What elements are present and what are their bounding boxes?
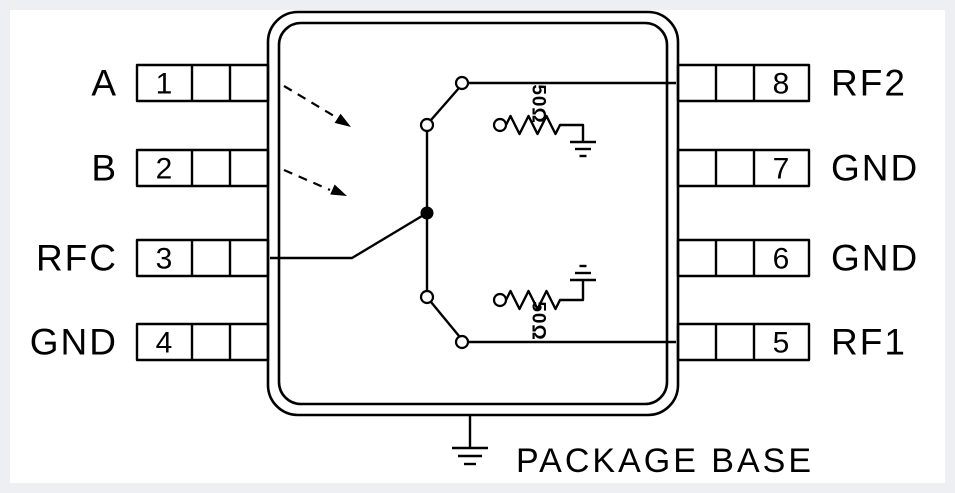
pin-label-rf2: RF2: [831, 63, 907, 104]
pin-box: [676, 148, 811, 188]
pin-left-1: A 1: [91, 63, 270, 104]
pin-box: [135, 148, 270, 188]
resistor-bottom: [504, 280, 585, 311]
ground-symbol-top: [570, 140, 596, 158]
resistor-bottom-value: 50Ω: [528, 301, 549, 340]
pin-left-2: B 2: [91, 148, 270, 189]
control-arrow-b-head: [330, 184, 347, 196]
pin-label-rfc: RFC: [36, 238, 118, 279]
pin-box: [676, 238, 811, 278]
pin-number-1: 1: [156, 68, 173, 101]
pin-label-rf1: RF1: [831, 322, 907, 363]
pin-number-3: 3: [156, 243, 173, 276]
pin-right-7: 7 GND: [676, 148, 919, 189]
drawing-sheet: [10, 10, 945, 483]
pole-bottom-contact: [419, 289, 435, 305]
ground-symbol-bottom: [570, 264, 596, 282]
termination-top: 50Ω: [492, 84, 596, 158]
control-arrow-b: [283, 168, 347, 196]
pin-right-6: 6 GND: [676, 238, 919, 279]
package-base-label: PACKAGE BASE: [516, 442, 814, 480]
termination-bottom: 50Ω: [492, 264, 596, 341]
pin-right-8: 8 RF2: [676, 63, 907, 104]
pin-number-4: 4: [156, 327, 173, 360]
pin-number-2: 2: [156, 153, 173, 186]
pin-number-5: 5: [773, 327, 790, 360]
pin-box: [135, 238, 270, 278]
rf1-pivot-contact: [454, 334, 470, 350]
pin-number-8: 8: [773, 68, 790, 101]
ground-symbol-package: [452, 446, 488, 466]
pin-left-4: GND 4: [30, 322, 270, 363]
control-arrow-b-shaft: [283, 168, 331, 192]
pin-label-gnd-6: GND: [831, 238, 919, 279]
rfc-junction-dot: [420, 206, 434, 220]
pin-label-gnd-4: GND: [30, 322, 118, 363]
switch-arm-top: [430, 87, 460, 121]
switch-arm-bottom: [430, 301, 460, 337]
termination-bottom-contact: [492, 292, 508, 308]
package-body: [266, 10, 680, 417]
pin-box: [135, 322, 270, 362]
pin-label-b: B: [91, 148, 118, 189]
rf2-pivot-contact: [454, 75, 470, 91]
pole-top-contact: [419, 117, 435, 133]
resistor-top: [504, 114, 585, 142]
pin-box: [676, 322, 811, 362]
control-arrow-a-head: [334, 113, 351, 127]
pin-number-7: 7: [773, 153, 790, 186]
package-base: PACKAGE BASE: [452, 415, 814, 480]
termination-top-contact: [492, 117, 508, 133]
pin-box: [135, 63, 270, 103]
control-arrow-a: [283, 85, 351, 127]
pin-number-6: 6: [773, 243, 790, 276]
pin-left-3: RFC 3: [36, 238, 270, 279]
pin-label-gnd-7: GND: [831, 148, 919, 189]
package-outline-outer: [266, 10, 680, 417]
spdt-switch: [270, 75, 676, 350]
control-arrow-a-shaft: [283, 85, 335, 117]
package-outline-inner: [277, 21, 669, 406]
rfc-feed-wire: [270, 211, 428, 260]
pin-box: [676, 63, 811, 103]
pin-right-5: 5 RF1: [676, 322, 907, 363]
pin-label-a: A: [91, 63, 118, 104]
resistor-top-value: 50Ω: [528, 84, 549, 123]
